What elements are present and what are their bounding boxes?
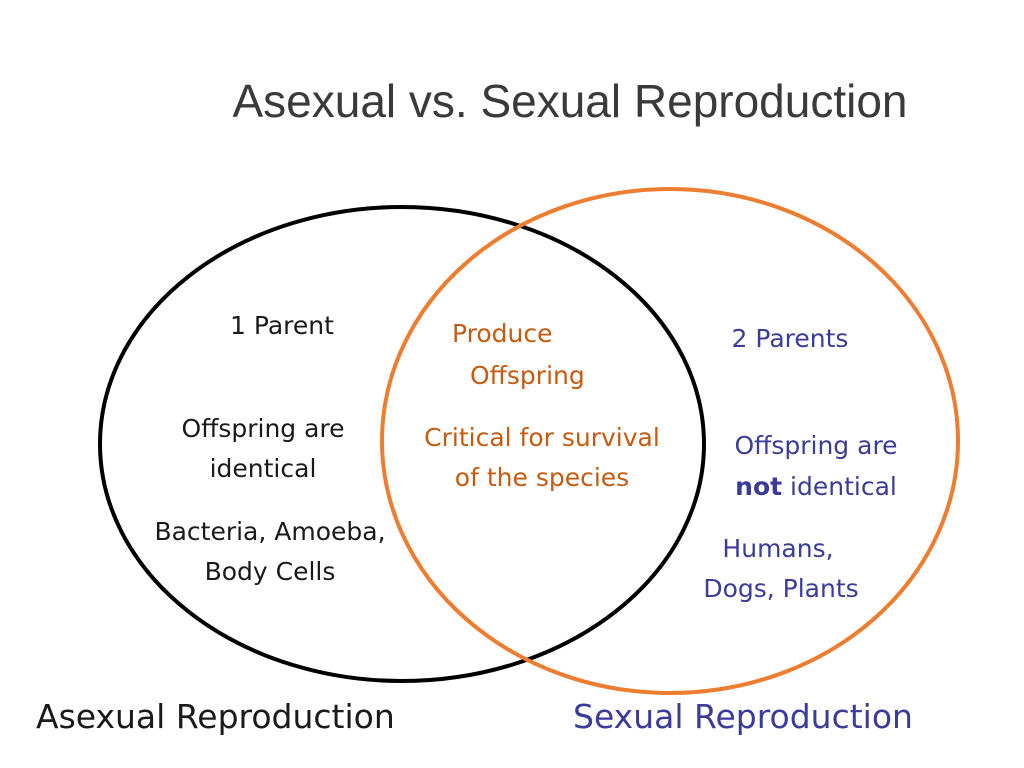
sexual-reproduction-label: Sexual Reproduction bbox=[573, 697, 913, 736]
sexual-offspring-line2: not identical bbox=[706, 467, 926, 507]
sexual-offspring-not: not bbox=[735, 472, 783, 501]
shared-produce-line1: Produce bbox=[452, 319, 553, 348]
page-title: Asexual vs. Sexual Reproduction bbox=[232, 75, 908, 127]
sexual-offspring-line1: Offspring are bbox=[734, 431, 898, 460]
sexual-offspring-rest: identical bbox=[790, 472, 897, 501]
sexual-circle bbox=[380, 187, 960, 695]
asexual-examples-line2: Body Cells bbox=[204, 557, 336, 586]
asexual-reproduction-label: Asexual Reproduction bbox=[36, 697, 395, 736]
sexual-examples-line1: Humans, bbox=[722, 534, 834, 563]
shared-produce-line2: Offspring bbox=[470, 361, 585, 390]
sexual-examples-line2: Dogs, Plants bbox=[703, 574, 859, 603]
asexual-circle bbox=[98, 205, 706, 683]
asexual-offspring-line1: Offspring are bbox=[181, 414, 345, 443]
asexual-offspring-line2: identical bbox=[209, 454, 317, 483]
shared-critical-line2: of the species bbox=[454, 463, 630, 492]
asexual-examples-line1: Bacteria, Amoeba, bbox=[154, 517, 386, 546]
sexual-parents-label: 2 Parents bbox=[731, 324, 849, 353]
asexual-parents-label: 1 Parent bbox=[230, 311, 334, 340]
shared-critical-line1: Critical for survival bbox=[424, 423, 660, 452]
